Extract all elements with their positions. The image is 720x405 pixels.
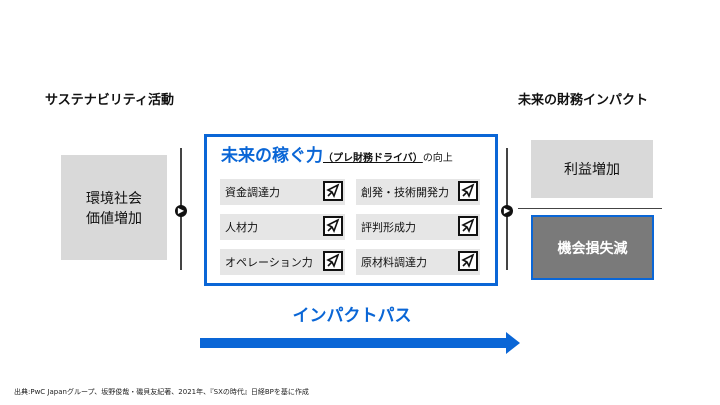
capability-label: オペレーション力 <box>225 256 313 269</box>
right-title: 未来の財務インパクト <box>518 93 649 108</box>
cursor-arrow-icon <box>323 181 343 201</box>
arrow-right-icon: ▶ <box>501 205 513 217</box>
social-value-box: 環境社会 価値増加 <box>61 155 167 260</box>
center-sub: （プレ財務ドライバ） <box>323 153 423 164</box>
capability-item: 原材料調達力 <box>356 249 480 275</box>
cursor-arrow-icon <box>323 216 343 236</box>
cursor-arrow-icon <box>323 251 343 271</box>
capability-label: 評判形成力 <box>361 221 416 234</box>
capability-item: 創発・技術開発力 <box>356 179 480 205</box>
capability-item: 資金調達力 <box>220 179 345 205</box>
impact-path-label: インパクトパス <box>292 306 412 326</box>
horizontal-divider <box>518 208 662 209</box>
impact-path-arrow <box>200 332 520 354</box>
capability-label: 人材力 <box>225 221 258 234</box>
cursor-arrow-icon <box>458 251 478 271</box>
left-box-line2: 価値増加 <box>86 210 142 227</box>
arrow-right-icon: ▶ <box>175 205 187 217</box>
earning-power-box: 未来の稼ぐ力（プレ財務ドライバ）の向上 資金調達力 創発・技術開発力人材力 評判形成… <box>204 134 498 286</box>
left-box-line1: 環境社会 <box>86 190 142 207</box>
capability-label: 創発・技術開発力 <box>361 186 449 199</box>
cursor-arrow-icon <box>458 181 478 201</box>
cursor-arrow-icon <box>458 216 478 236</box>
capability-item: 人材力 <box>220 214 345 240</box>
capability-item: オペレーション力 <box>220 249 345 275</box>
left-title: サステナビリティ活動 <box>45 93 174 108</box>
capability-item: 評判形成力 <box>356 214 480 240</box>
center-heading: 未来の稼ぐ力 <box>221 146 323 166</box>
loss-reduction-box: 機会損失減 <box>531 215 654 280</box>
capability-label: 原材料調達力 <box>361 256 427 269</box>
source-note: 出典:PwC Japanグループ、坂野俊哉・磯貝友紀著、2021年、『SXの時代… <box>14 388 309 396</box>
capability-label: 資金調達力 <box>225 186 280 199</box>
center-suffix: の向上 <box>422 153 453 164</box>
profit-increase-box: 利益増加 <box>531 140 653 198</box>
